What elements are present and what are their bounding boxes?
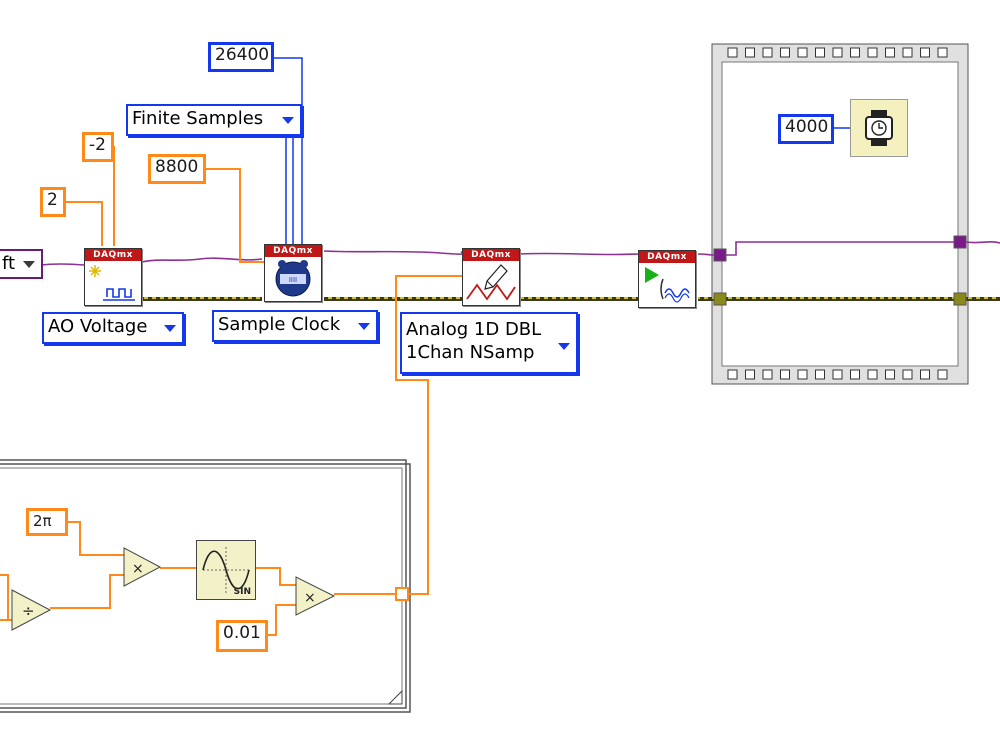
for-loop-frame[interactable] [0,459,411,713]
task-channel-ring[interactable]: ft [0,249,44,279]
sample-mode-ring[interactable]: Finite Samples [126,104,302,136]
sine-function-node[interactable]: SIN [196,540,256,600]
film-hole [780,47,790,58]
min-value-constant[interactable]: -2 [82,132,114,162]
timing-type-ring[interactable]: Sample Clock [212,310,378,342]
svg-text:÷: ÷ [22,602,35,620]
film-hole [832,47,843,58]
wristwatch-icon [865,110,893,146]
svg-text:×: × [132,561,144,577]
sample-mode-text: Finite Samples [132,108,264,129]
write-type-ring[interactable]: Analog 1D DBL 1Chan NSamp [400,312,578,374]
film-hole [920,369,930,380]
amplitude-constant[interactable]: 0.01 [216,620,268,652]
film-hole [867,369,878,380]
film-hole [727,47,738,58]
film-hole [920,47,930,58]
film-hole [797,47,808,58]
write-type-line2: 1Chan NSamp [406,342,535,363]
film-hole [867,47,878,58]
film-hole [762,47,773,58]
film-hole [815,369,825,380]
create-channel-icon [89,265,135,301]
divide-node[interactable]: ÷ [11,589,52,631]
film-hole [902,369,913,380]
timing-type-text: Sample Clock [218,314,341,335]
multiply-node-2[interactable]: × [295,576,336,616]
chevron-down-icon [164,325,176,332]
daqmx-header: DAQmx [639,251,695,263]
blue-numeric-wires[interactable] [272,57,850,246]
task-channel-ring-text: ft [2,253,16,274]
film-hole [885,47,895,58]
chevron-down-icon [23,261,36,268]
film-hole [727,369,738,380]
max-value-constant[interactable]: 2 [40,187,66,217]
wait-ms-node[interactable] [850,99,908,157]
multiply-node-1[interactable]: × [123,547,162,587]
film-hole [745,369,755,380]
write-pencil-icon [466,264,516,301]
film-hole [885,369,895,380]
film-hole [850,47,860,58]
channel-type-ring[interactable]: AO Voltage [42,312,184,344]
start-play-icon [645,267,690,303]
sine-label: SIN [233,587,251,597]
film-hole [815,47,825,58]
daqmx-header: DAQmx [463,249,519,261]
daqmx-header: DAQmx [265,245,321,257]
film-hole [780,369,790,380]
film-hole [850,369,860,380]
sequence-film-holes-bottom [727,369,948,380]
chevron-down-icon [358,323,370,330]
sine-wave-icon [202,547,250,593]
write-type-line1: Analog 1D DBL [406,319,542,340]
svg-text:×: × [304,590,316,606]
flat-sequence-frame[interactable] [711,43,969,385]
chevron-down-icon [282,117,294,124]
daqmx-write-vi[interactable]: DAQmx [462,248,520,306]
svg-text:IIII: IIII [289,276,297,284]
daqmx-timing-vi[interactable]: DAQmx IIII [264,244,322,302]
film-hole [937,47,948,58]
daqmx-header: DAQmx [85,249,141,261]
film-hole [832,369,843,380]
daqmx-create-channel-vi[interactable]: DAQmx [84,248,142,306]
clock-icon: IIII [275,260,311,297]
rate-constant[interactable]: 8800 [148,154,206,184]
orange-numeric-wires[interactable] [0,146,462,636]
film-hole [762,369,773,380]
film-hole [797,369,808,380]
wait-ms-constant[interactable]: 4000 [778,114,834,144]
film-hole [937,369,948,380]
channel-type-text: AO Voltage [48,316,148,337]
film-hole [902,47,913,58]
error-wire[interactable] [142,292,1000,306]
sequence-film-holes-top [727,47,948,58]
two-pi-constant[interactable]: 2π [26,508,68,536]
daqmx-start-task-vi[interactable]: DAQmx [638,250,696,308]
chevron-down-icon [558,343,570,350]
film-hole [745,47,755,58]
samples-total-constant[interactable]: 26400 [208,42,274,72]
